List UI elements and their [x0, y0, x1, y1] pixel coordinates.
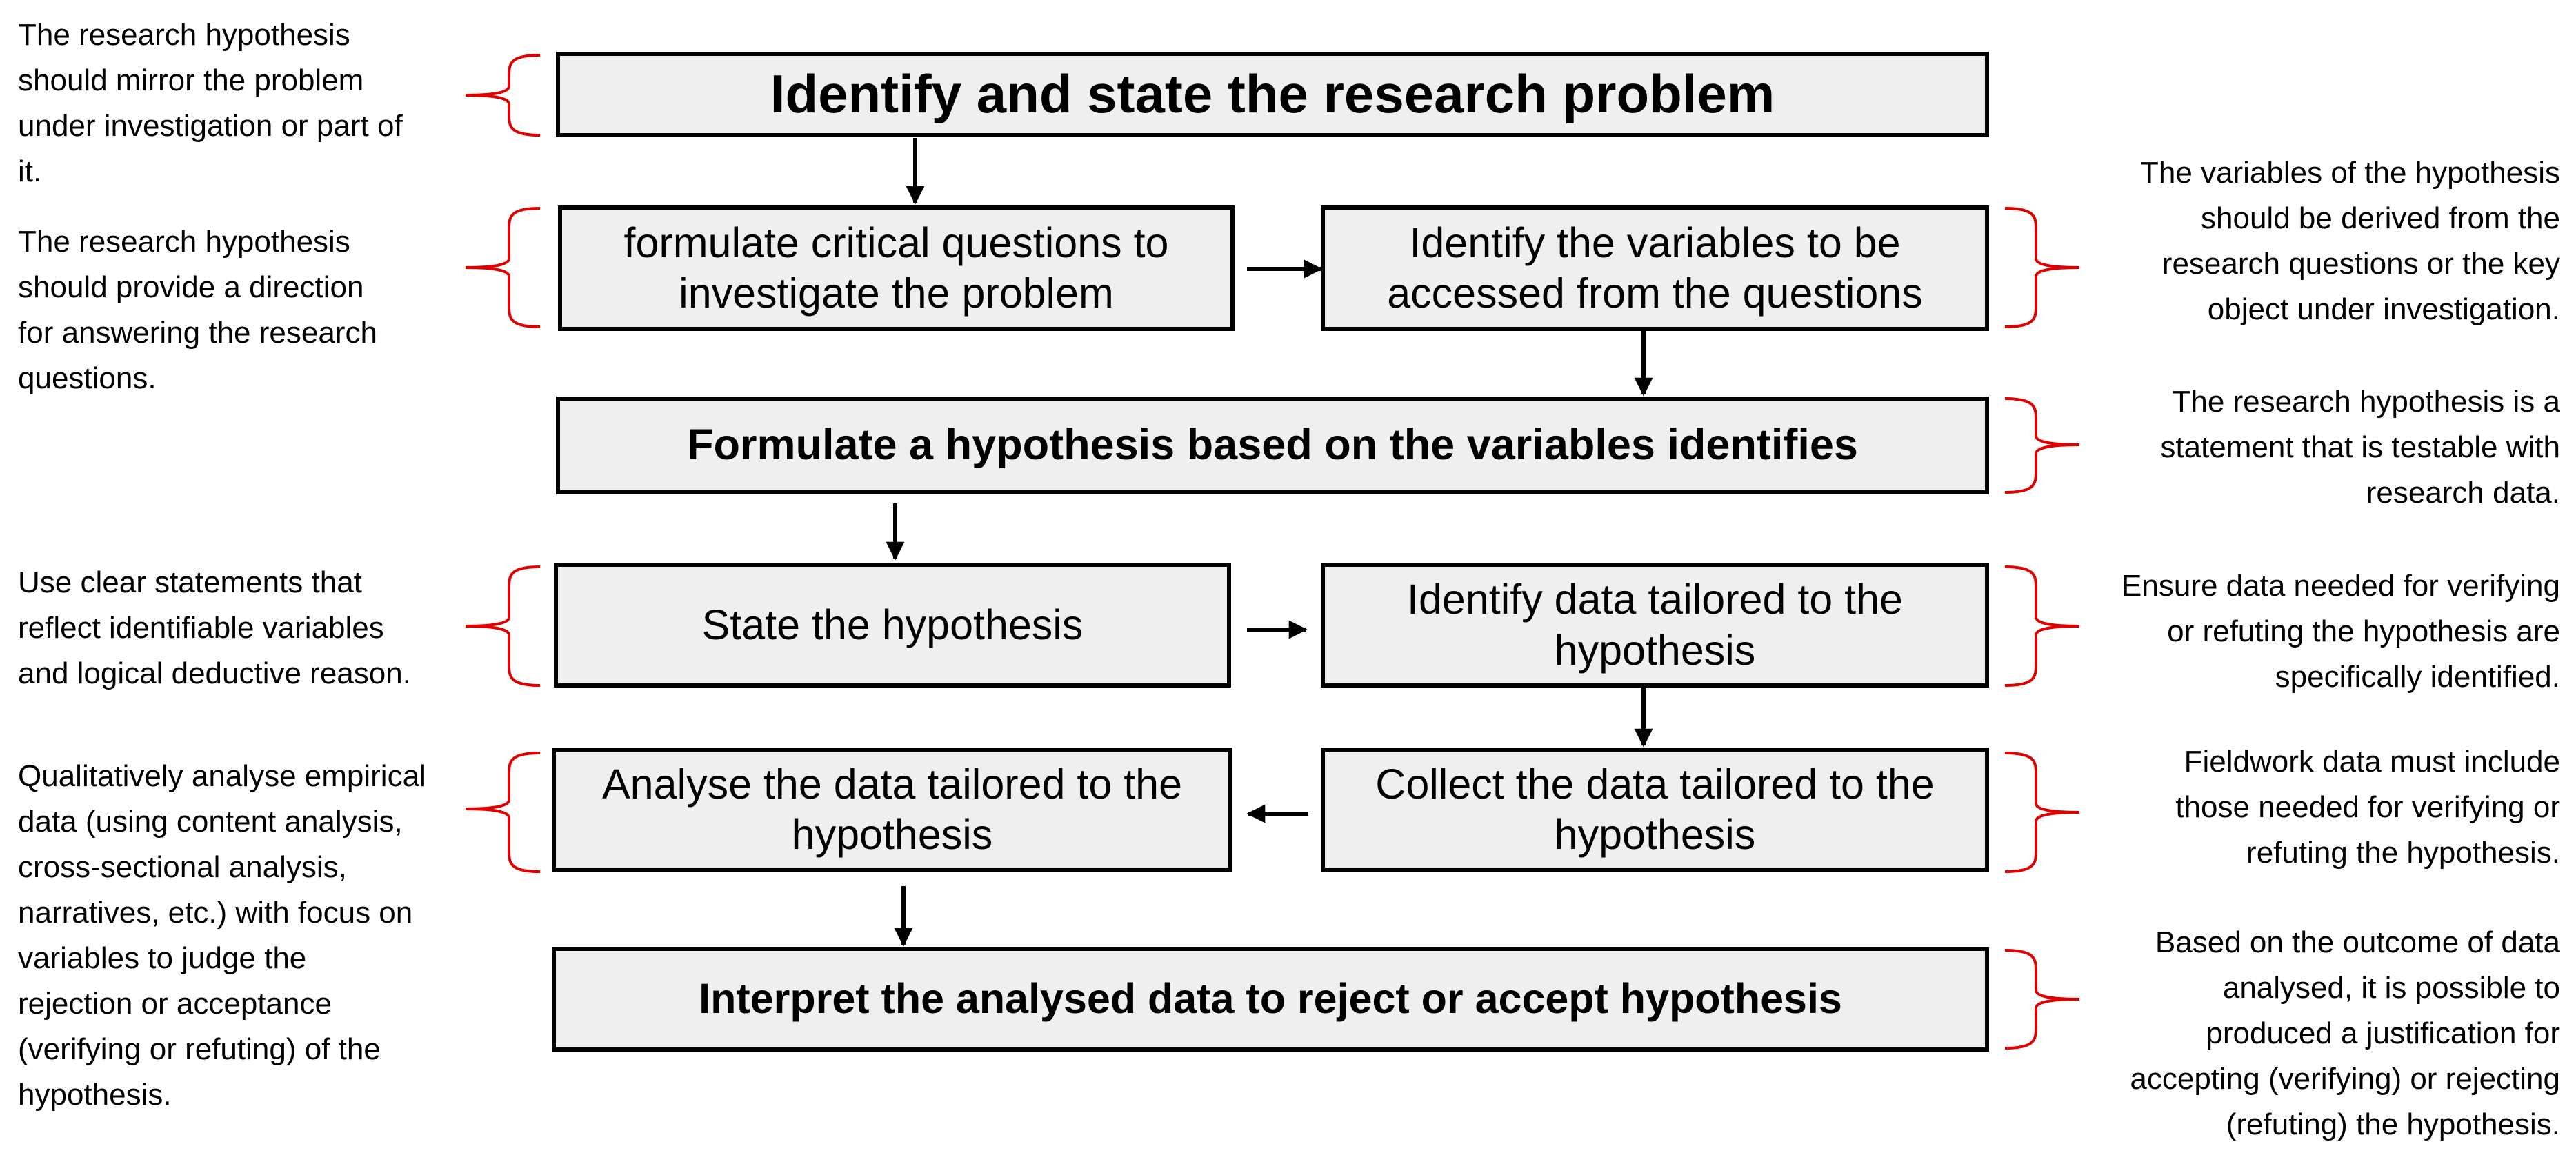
identify-data-line-2: hypothesis — [1554, 626, 1756, 674]
note-line: The research hypothesis — [18, 18, 350, 52]
left-bracket-provide-direction — [465, 207, 541, 328]
note-line: Based on the outcome of data — [2155, 925, 2560, 959]
note-variables-derived: The variables of the hypothesis should b… — [2062, 150, 2560, 332]
formulate-hypothesis-box: Formulate a hypothesis based on the vari… — [556, 397, 1989, 494]
note-provide-direction: The research hypothesis should provide a… — [18, 219, 473, 401]
formulate-questions-line-1: formulate critical questions to — [623, 219, 1169, 266]
note-fieldwork-data: Fieldwork data must include those needed… — [2062, 739, 2560, 876]
note-line: The variables of the hypothesis — [2139, 156, 2560, 190]
note-ensure-data: Ensure data needed for verifying or refu… — [2041, 563, 2560, 700]
note-line: The research hypothesis — [18, 225, 350, 259]
note-qualitative-analysis: Qualitatively analyse empirical data (us… — [18, 754, 487, 1118]
left-bracket-mirror-problem — [465, 54, 541, 137]
note-line: those needed for verifying or — [2175, 790, 2560, 824]
identify-data-box: Identify data tailored to the hypothesis — [1321, 563, 1989, 688]
analyse-data-line-2: hypothesis — [791, 811, 993, 858]
note-line: refuting the hypothesis. — [2246, 836, 2560, 870]
note-mirror-problem: The research hypothesis should mirror th… — [18, 12, 473, 194]
note-line: cross-sectional analysis, — [18, 850, 347, 884]
note-line: specifically identified. — [2275, 660, 2560, 694]
left-bracket-qualitative-analysis — [465, 752, 541, 873]
note-line: should mirror the problem — [18, 63, 364, 97]
note-line: produced a justification for — [2206, 1016, 2560, 1050]
identify-problem-text: Identify and state the research problem — [770, 63, 1775, 125]
note-line: narratives, etc.) with focus on — [18, 896, 413, 930]
state-hypothesis-box: State the hypothesis — [554, 563, 1231, 688]
note-line: questions. — [18, 361, 157, 395]
note-line: accepting (verifying) or rejecting — [2130, 1062, 2560, 1096]
identify-problem-box: Identify and state the research problem — [556, 52, 1989, 137]
formulate-questions-box: formulate critical questions to investig… — [558, 205, 1235, 331]
identify-variables-line-2: accessed from the questions — [1387, 270, 1923, 317]
note-line: statement that is testable with — [2160, 430, 2560, 464]
note-line: Use clear statements that — [18, 565, 362, 599]
right-bracket-fieldwork-data — [2004, 752, 2080, 873]
note-line: Fieldwork data must include — [2184, 745, 2560, 779]
collect-data-line-1: Collect the data tailored to the — [1375, 760, 1935, 808]
note-line: Ensure data needed for verifying — [2121, 569, 2560, 603]
note-line: should provide a direction — [18, 270, 364, 304]
note-line: analysed, it is possible to — [2222, 971, 2560, 1005]
note-line: it. — [18, 154, 42, 188]
identify-variables-box: Identify the variables to be accessed fr… — [1321, 205, 1989, 331]
collect-data-line-2: hypothesis — [1554, 811, 1756, 858]
note-line: The research hypothesis is a — [2172, 385, 2560, 419]
formulate-hypothesis-text: Formulate a hypothesis based on the vari… — [687, 421, 1858, 470]
note-line: hypothesis. — [18, 1078, 172, 1112]
state-hypothesis-text: State the hypothesis — [701, 601, 1084, 648]
left-bracket-clear-statements — [465, 565, 541, 687]
note-line: for answering the research — [18, 316, 377, 350]
note-line: should be derived from the — [2201, 201, 2560, 235]
note-line: research data. — [2366, 476, 2560, 510]
right-bracket-variables-derived — [2004, 207, 2080, 328]
note-line: or refuting the hypothesis are — [2167, 614, 2560, 648]
note-testable-statement: The research hypothesis is a statement t… — [2062, 379, 2560, 516]
right-bracket-outcome-justification — [2004, 949, 2080, 1050]
note-line: and logical deductive reason. — [18, 656, 411, 690]
right-bracket-testable-statement — [2004, 397, 2080, 494]
note-line: under investigation or part of — [18, 109, 403, 143]
note-clear-statements: Use clear statements that reflect identi… — [18, 560, 473, 696]
note-line: Qualitatively analyse empirical — [18, 759, 426, 793]
note-line: variables to judge the — [18, 941, 307, 975]
note-line: data (using content analysis, — [18, 805, 403, 839]
note-line: reflect identifiable variables — [18, 611, 384, 645]
interpret-data-box: Interpret the analysed data to reject or… — [552, 947, 1989, 1052]
note-line: object under investigation. — [2207, 292, 2560, 326]
note-line: research questions or the key — [2161, 247, 2560, 281]
formulate-questions-line-2: investigate the problem — [679, 270, 1114, 317]
analyse-data-line-1: Analyse the data tailored to the — [601, 760, 1182, 808]
identify-data-line-1: Identify data tailored to the — [1407, 576, 1903, 623]
interpret-data-text: Interpret the analysed data to reject or… — [699, 975, 1842, 1023]
note-line: (refuting) the hypothesis. — [2226, 1107, 2560, 1141]
note-line: (verifying or refuting) of the — [18, 1032, 381, 1066]
analyse-data-box: Analyse the data tailored to the hypothe… — [552, 748, 1232, 872]
collect-data-box: Collect the data tailored to the hypothe… — [1321, 748, 1989, 872]
right-bracket-ensure-data — [2004, 565, 2080, 687]
note-outcome-justification: Based on the outcome of data analysed, i… — [2041, 920, 2560, 1147]
identify-variables-line-1: Identify the variables to be — [1409, 219, 1901, 266]
note-line: rejection or acceptance — [18, 987, 332, 1021]
